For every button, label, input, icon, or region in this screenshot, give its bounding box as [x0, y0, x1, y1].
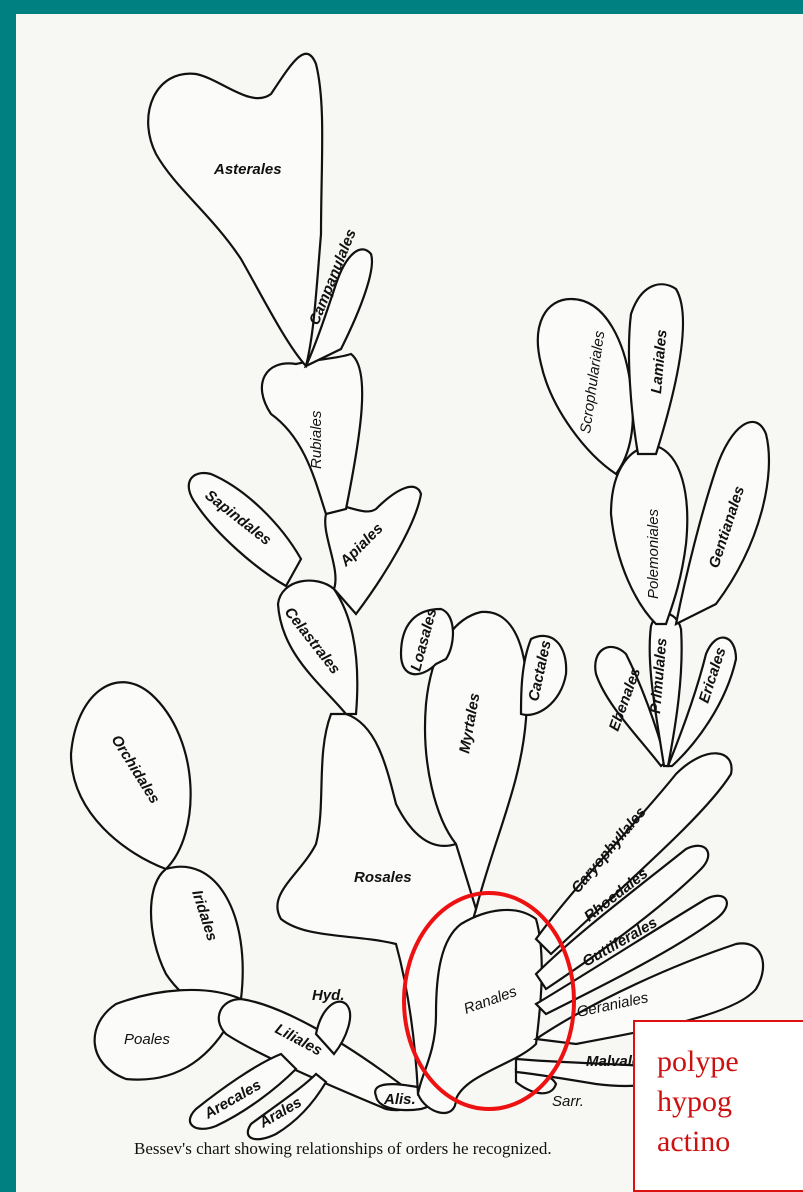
figure-caption: Bessev's chart showing relationships of …	[134, 1139, 552, 1159]
label-poales: Poales	[124, 1031, 170, 1048]
label-rubiales: Rubiales	[308, 410, 325, 469]
label-hyd: Hyd.	[312, 987, 345, 1004]
lobe-iridales	[151, 867, 243, 1011]
label-sarr: Sarr.	[552, 1093, 584, 1110]
figure-page: Asterales Campanulales Rubiales Sapindal…	[16, 14, 803, 1192]
annotation-box: polype hypog actino	[633, 1020, 803, 1192]
label-alis: Alis.	[383, 1091, 416, 1108]
annotation-line-3: actino	[635, 1122, 803, 1162]
lobe-asterales	[148, 54, 322, 366]
label-asterales: Asterales	[213, 161, 282, 178]
label-rosales: Rosales	[354, 869, 412, 886]
bessey-cactus-diagram: Asterales Campanulales Rubiales Sapindal…	[16, 14, 803, 1192]
annotation-line-2: hypog	[635, 1082, 803, 1122]
annotation-line-1: polype	[635, 1042, 803, 1082]
label-polemoniales: Polemoniales	[645, 508, 662, 599]
